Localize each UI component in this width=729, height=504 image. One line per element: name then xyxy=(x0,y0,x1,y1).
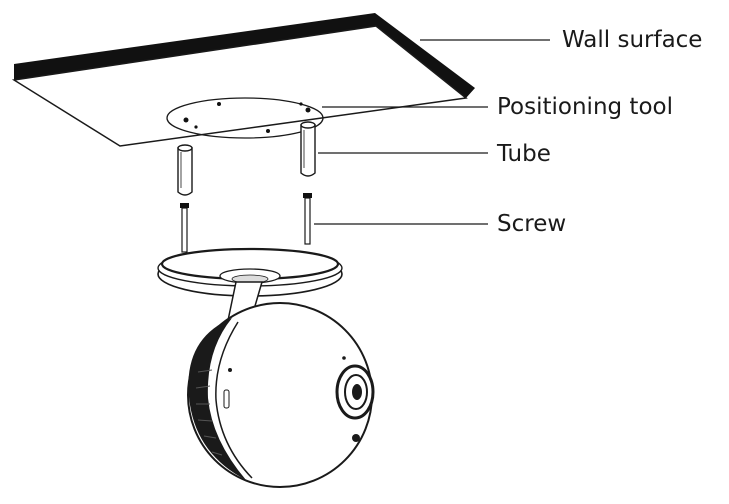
screw-left xyxy=(180,203,189,253)
tool-hole xyxy=(266,129,270,133)
wall-slab-face xyxy=(11,25,468,147)
label-tube: Tube xyxy=(497,141,551,167)
tool-hole xyxy=(217,102,221,106)
tube-left xyxy=(177,144,193,196)
tool-hole xyxy=(183,117,189,123)
label-wall-surface: Wall surface xyxy=(562,27,703,53)
wall-slab-edge xyxy=(14,13,475,98)
camera-lens xyxy=(335,364,375,420)
tube-right xyxy=(300,121,316,177)
mounting-base xyxy=(157,247,343,297)
screw-right xyxy=(303,193,312,245)
label-screw: Screw xyxy=(497,211,567,237)
tool-hole xyxy=(299,102,303,106)
tool-hole xyxy=(194,125,198,129)
leader-lines xyxy=(314,39,550,225)
positioning-tool-outline xyxy=(166,97,324,139)
camera-body xyxy=(187,302,375,488)
wall-surface xyxy=(11,13,475,147)
positioning-tool xyxy=(166,97,324,139)
label-positioning-tool: Positioning tool xyxy=(497,94,673,120)
tool-hole xyxy=(305,107,311,113)
